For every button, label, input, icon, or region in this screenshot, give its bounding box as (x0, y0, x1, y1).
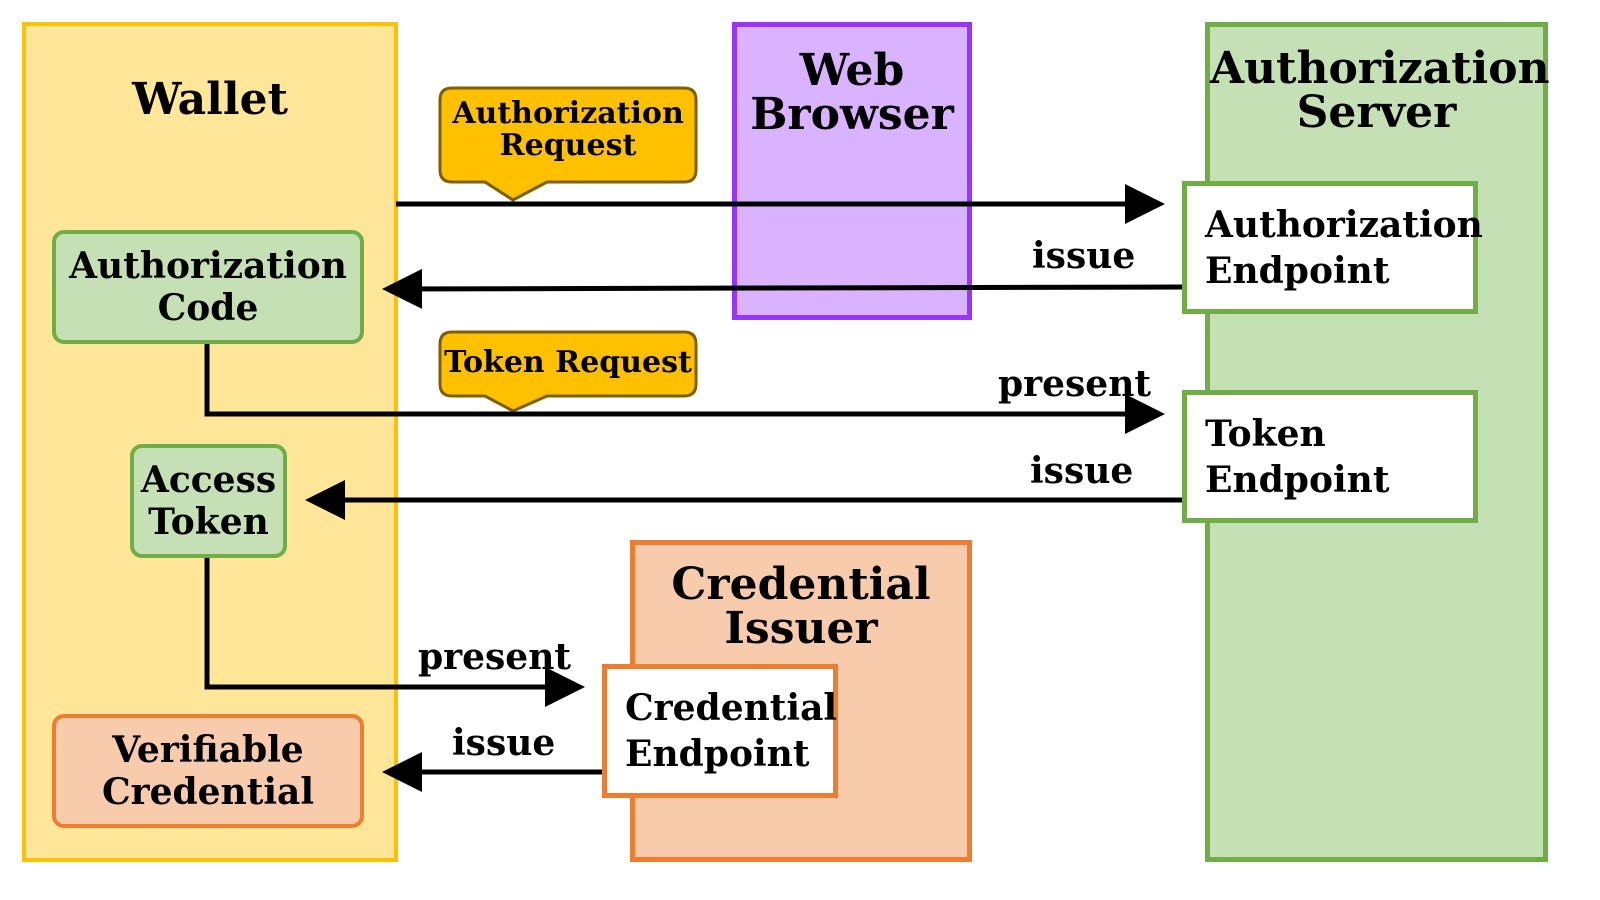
authorization-code-box: Authorization Code (52, 230, 364, 344)
web-browser-title-line1: Web (799, 45, 905, 96)
authorization-endpoint: Authorization Endpoint (1182, 181, 1483, 314)
authorization-server-title-line1: Authorization (1210, 43, 1550, 94)
token-endpoint-line2: Endpoint (1205, 458, 1390, 501)
verifiable-credential-box: Verifiable Credential (52, 714, 364, 828)
verifiable-credential-line1: Verifiable (112, 729, 304, 771)
credential-issuer-title-line1: Credential (671, 559, 931, 610)
authorization-endpoint-line1: Authorization (1205, 203, 1483, 246)
authorization-server-title: Authorization Server (1210, 43, 1550, 138)
token-request-arrow (204, 344, 1165, 434)
authorization-request-callout: Authorization Request (440, 98, 696, 168)
token-request-callout-shape (438, 330, 698, 413)
issue-credential-label: issue (452, 722, 556, 764)
credential-endpoint-line2: Endpoint (625, 733, 810, 775)
present-token-label: present (418, 636, 572, 678)
web-browser-title: Web Browser (737, 49, 967, 137)
web-browser-lane: Web Browser (732, 22, 972, 320)
issue-code-label: issue (1032, 235, 1136, 277)
token-endpoint-line1: Token (1205, 412, 1326, 455)
authorization-request-callout-shape (438, 86, 698, 202)
access-token-line1: Access (140, 459, 277, 501)
authorization-code-line2: Code (157, 287, 259, 329)
verifiable-credential-line2: Credential (101, 771, 315, 813)
issue-token-label: issue (1030, 450, 1134, 492)
present-token-arrow (204, 558, 585, 707)
credential-endpoint-line1: Credential (625, 687, 838, 729)
authorization-code-line1: Authorization (69, 245, 347, 287)
issue-code-arrow (382, 268, 1183, 309)
authorization-request-line2: Request (499, 128, 637, 163)
wallet-title: Wallet (132, 74, 288, 125)
present-code-label: present (998, 363, 1152, 405)
access-token-box: Access Token (130, 444, 287, 558)
credential-issuer-title: Credential Issuer (635, 563, 967, 651)
credential-issuer-title-line2: Issuer (724, 603, 878, 654)
authorization-server-title-line2: Server (1296, 87, 1457, 138)
token-endpoint: Token Endpoint (1182, 390, 1478, 523)
web-browser-title-line2: Browser (750, 89, 954, 140)
access-token-line2: Token (148, 501, 269, 543)
authorization-request-line1: Authorization (452, 96, 684, 131)
token-request-callout: Token Request (440, 347, 696, 383)
token-request-label: Token Request (444, 345, 692, 380)
authorization-endpoint-line2: Endpoint (1205, 249, 1390, 292)
credential-endpoint: Credential Endpoint (602, 664, 838, 798)
